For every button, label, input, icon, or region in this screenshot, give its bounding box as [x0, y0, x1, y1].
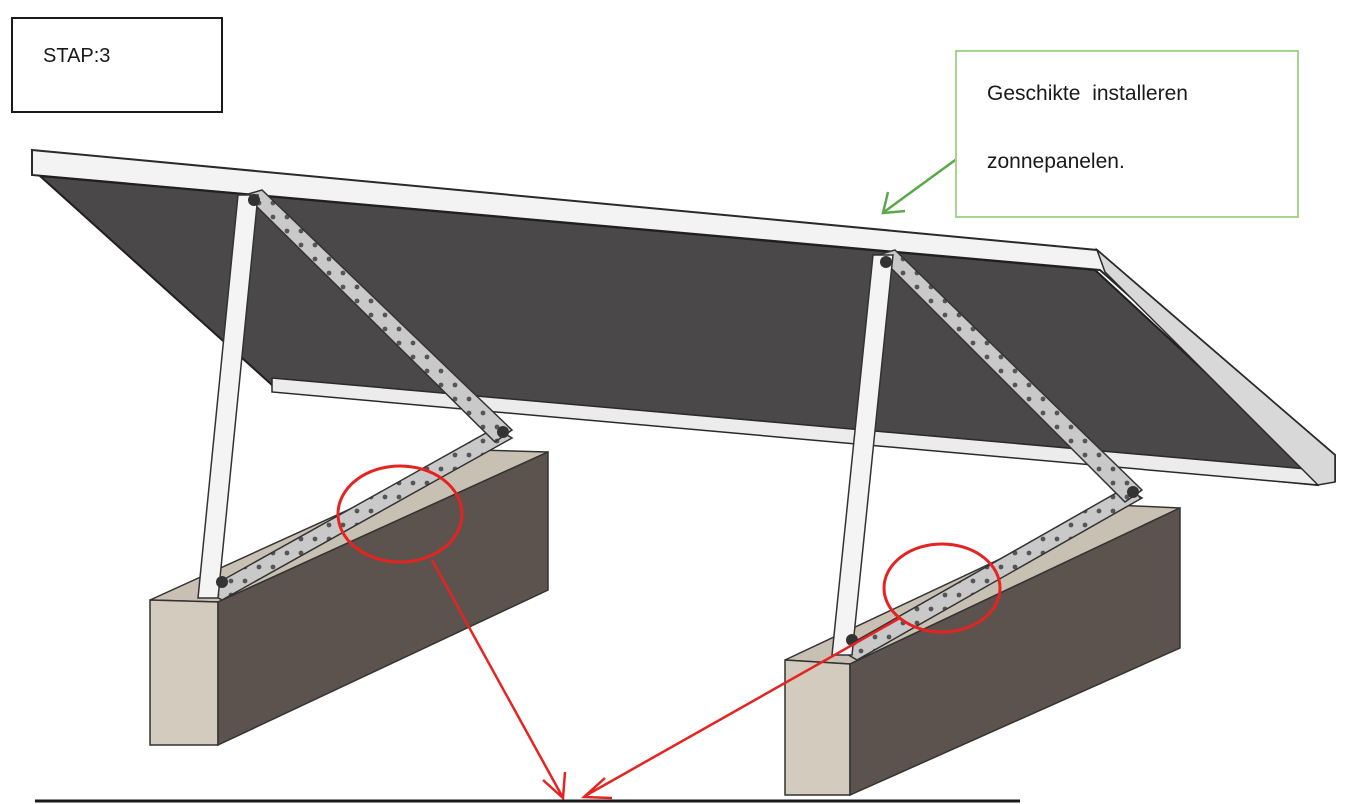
callout-text-line1: Geschikte installeren [987, 82, 1188, 105]
bracket-right-top-bolt [880, 256, 892, 268]
highlight-arrow-right [584, 616, 901, 798]
highlight-circle-right [882, 542, 1002, 634]
highlight-left [336, 464, 567, 801]
callout-arrow [881, 156, 959, 215]
highlight-arrow-left [430, 559, 564, 797]
instruction-callout: Geschikte installeren zonnepanelen. [955, 50, 1299, 218]
bracket-left-foot-bolt [216, 576, 228, 588]
bracket-left [197, 189, 514, 601]
step-label: STAP:3 [43, 45, 111, 67]
highlight-arrow-left-head [542, 771, 567, 801]
bracket-left-diagonal-rail [243, 189, 514, 443]
bracket-right-base-rail [838, 487, 1144, 661]
callout-text-line2: zonnepanelen. [987, 150, 1125, 173]
step-label-box: STAP:3 [11, 17, 223, 113]
block-right-front [784, 659, 851, 796]
bracket-left-top-bolt [248, 194, 260, 206]
solar-panel [31, 148, 1336, 487]
callout-arrow-shaft [883, 156, 959, 214]
bracket-left-knee-bolt [497, 426, 509, 438]
highlight-arrow-right-head [580, 777, 613, 800]
bracket-right [831, 249, 1144, 661]
bracket-right-knee-bolt [1127, 486, 1139, 498]
highlight-circle-left [336, 464, 464, 564]
block-right-side [849, 506, 1181, 797]
block-left-side [217, 450, 549, 747]
block-left-front [149, 599, 219, 746]
panel-frame-right [1095, 247, 1336, 486]
highlight-right [580, 542, 1002, 800]
bracket-right-vertical-leg [831, 254, 894, 656]
callout-arrow-head [881, 191, 906, 215]
bracket-right-diagonal-rail [876, 249, 1144, 503]
